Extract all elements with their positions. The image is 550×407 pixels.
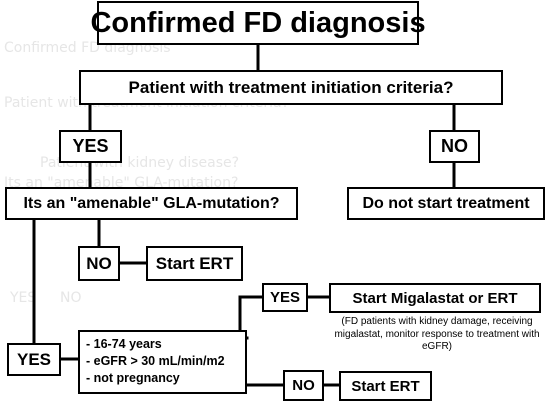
amenable-mutation-question: Its an "amenable" GLA-mutation? <box>5 187 298 220</box>
do-not-start-treatment-box: Do not start treatment <box>347 187 545 220</box>
start-ert-box: Start ERT <box>146 246 243 281</box>
yes-box-criteria: YES <box>59 130 122 163</box>
criteria-age: - 16-74 years <box>86 337 162 351</box>
no-box-amenable: NO <box>78 246 120 281</box>
yes-box-eligibility: YES <box>262 283 308 312</box>
start-migalastat-box: Start Migalastat or ERT <box>329 283 541 313</box>
eligibility-criteria-box: - 16-74 years - eGFR > 30 mL/min/m2 - no… <box>78 330 247 394</box>
criteria-pregnancy: - not pregnancy <box>86 371 180 385</box>
title-box: Confirmed FD diagnosis <box>90 1 426 45</box>
treatment-criteria-question: Patient with treatment initiation criter… <box>79 70 503 105</box>
migalastat-note: (FD patients with kidney damage, receivi… <box>334 316 540 352</box>
start-ert-box-2: Start ERT <box>339 371 432 401</box>
no-box-eligibility: NO <box>283 370 324 401</box>
ghost-text-6: NO <box>60 290 82 306</box>
criteria-egfr: - eGFR > 30 mL/min/m2 <box>86 354 225 368</box>
ghost-text-5: YES <box>10 290 37 306</box>
no-box-criteria: NO <box>429 130 480 163</box>
yes-box-amenable: YES <box>7 343 61 376</box>
